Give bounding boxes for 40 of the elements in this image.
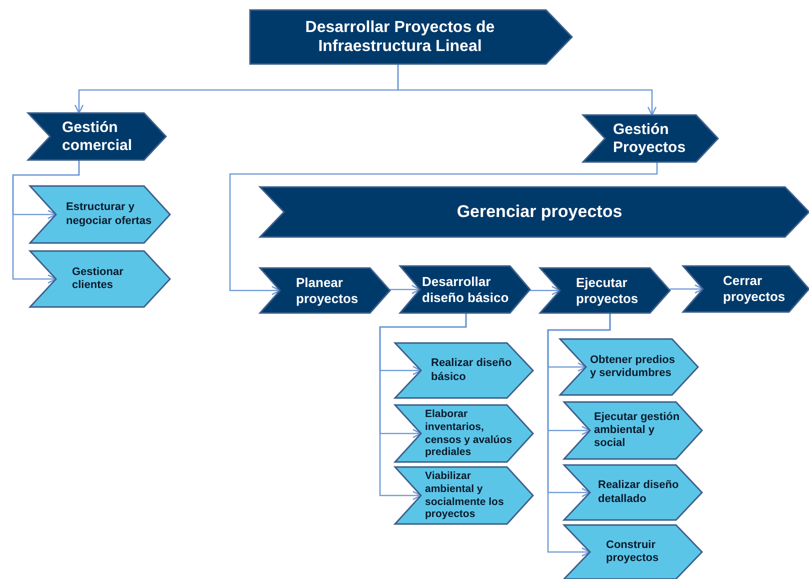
process-step: [260, 268, 390, 313]
node-label: Cerrar proyectos: [723, 273, 786, 305]
process-step: [28, 113, 166, 160]
process-step: [560, 339, 698, 395]
node-label: Obtener predios y servidumbres: [590, 354, 676, 380]
process-step: [30, 251, 170, 307]
process-step: [540, 268, 670, 313]
connector-arrow: [379, 313, 467, 500]
process-step: [395, 343, 533, 398]
connector-arrow: [12, 160, 80, 284]
node-label: Gestionar clientes: [72, 266, 124, 292]
process-step: [683, 266, 809, 312]
node-label: Elaborar inventarios, censos y avalúos prediales: [425, 408, 513, 459]
process-step: [400, 266, 530, 313]
connector-arrow: [530, 286, 561, 296]
process-step: [564, 465, 702, 520]
node-label: Construir proyectos: [606, 538, 660, 566]
process-step: [260, 187, 809, 237]
node-label: Realizar diseño básico: [431, 357, 513, 384]
node-label: Desarrollar diseño básico: [422, 274, 510, 306]
process-step: [583, 115, 718, 162]
node-label: Gestión comercial: [62, 118, 134, 154]
process-step: [395, 467, 533, 524]
node-label: Ejecutar proyectos: [576, 274, 640, 306]
title-step: [250, 10, 572, 64]
process-step: [30, 186, 170, 243]
node-label: Gerenciar proyectos: [456, 202, 622, 222]
node-label: Estructurar y negociar ofertas: [66, 201, 153, 228]
process-step: [564, 402, 702, 459]
node-label: Viabilizar ambiental y socialmente los proyectos: [425, 470, 505, 521]
node-label: Gestión Proyectos: [613, 120, 687, 156]
connector-arrow: [229, 162, 658, 296]
node-label: Planear proyectos: [296, 274, 360, 306]
node-label: Realizar diseño detallado: [598, 479, 680, 506]
connector-arrow: [397, 64, 657, 116]
process-step: [395, 405, 533, 462]
node-label: Ejecutar gestión ambiental y social: [594, 410, 680, 450]
node-label: Desarrollar Proyectos de Infraestructura Lineal: [304, 18, 496, 56]
connector-arrow: [547, 313, 611, 557]
process-step: [564, 525, 702, 579]
